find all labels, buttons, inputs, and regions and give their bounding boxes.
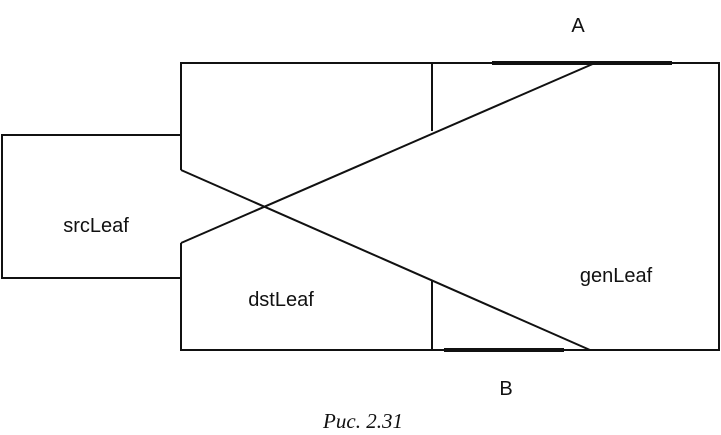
- label-a: A: [571, 15, 585, 37]
- label-dst-leaf: dstLeaf: [248, 289, 314, 311]
- figure-caption: Рис. 2.31: [322, 409, 403, 433]
- main-outline: [180, 62, 720, 351]
- label-b: B: [499, 378, 512, 400]
- diagonal-rising: [180, 62, 596, 244]
- diagonal-falling: [180, 169, 591, 351]
- label-gen-leaf: genLeaf: [580, 265, 653, 287]
- src-leaf-outline: [1, 134, 181, 279]
- label-src-leaf: srcLeaf: [63, 215, 129, 237]
